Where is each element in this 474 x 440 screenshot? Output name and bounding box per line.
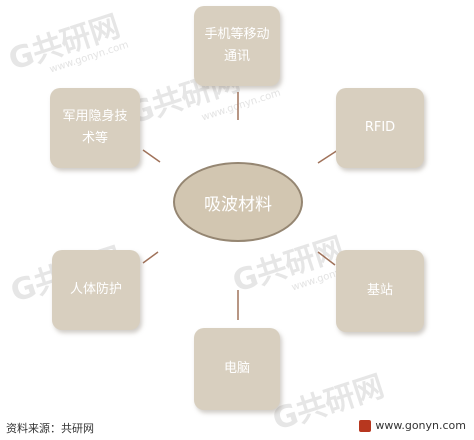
node-mobile-communication-line2: 通讯 [223, 49, 250, 64]
footer-brand: www.gonyn.com [359, 419, 466, 432]
node-body-protection: 人体防护 [52, 250, 140, 330]
connector-bottom-right [317, 251, 336, 266]
node-military-stealth-line2: 术等 [81, 131, 108, 146]
node-military-stealth: 军用隐身技 术等 [50, 88, 140, 168]
source-note: 资料来源：共研网 [6, 422, 94, 435]
node-rfid-label: RFID [364, 120, 396, 135]
center-node: 吸波材料 [173, 162, 303, 242]
connector-top-left [142, 149, 161, 163]
node-rfid: RFID [336, 88, 424, 168]
center-node-label: 吸波材料 [204, 194, 272, 215]
node-mobile-communication-line1: 手机等移动 [204, 27, 270, 42]
node-base-station: 基站 [336, 250, 424, 332]
node-base-station-label: 基站 [366, 283, 393, 298]
connector-bottom-left [142, 251, 159, 264]
connector-top-right [317, 149, 339, 164]
node-mobile-communication: 手机等移动 通讯 [194, 6, 280, 86]
footer-url: www.gonyn.com [375, 419, 466, 432]
node-computer: 电脑 [194, 328, 280, 410]
brand-logo-icon [359, 419, 372, 432]
node-computer-label: 电脑 [223, 361, 250, 376]
node-body-protection-label: 人体防护 [69, 282, 122, 297]
node-military-stealth-line1: 军用隐身技 [62, 109, 128, 124]
